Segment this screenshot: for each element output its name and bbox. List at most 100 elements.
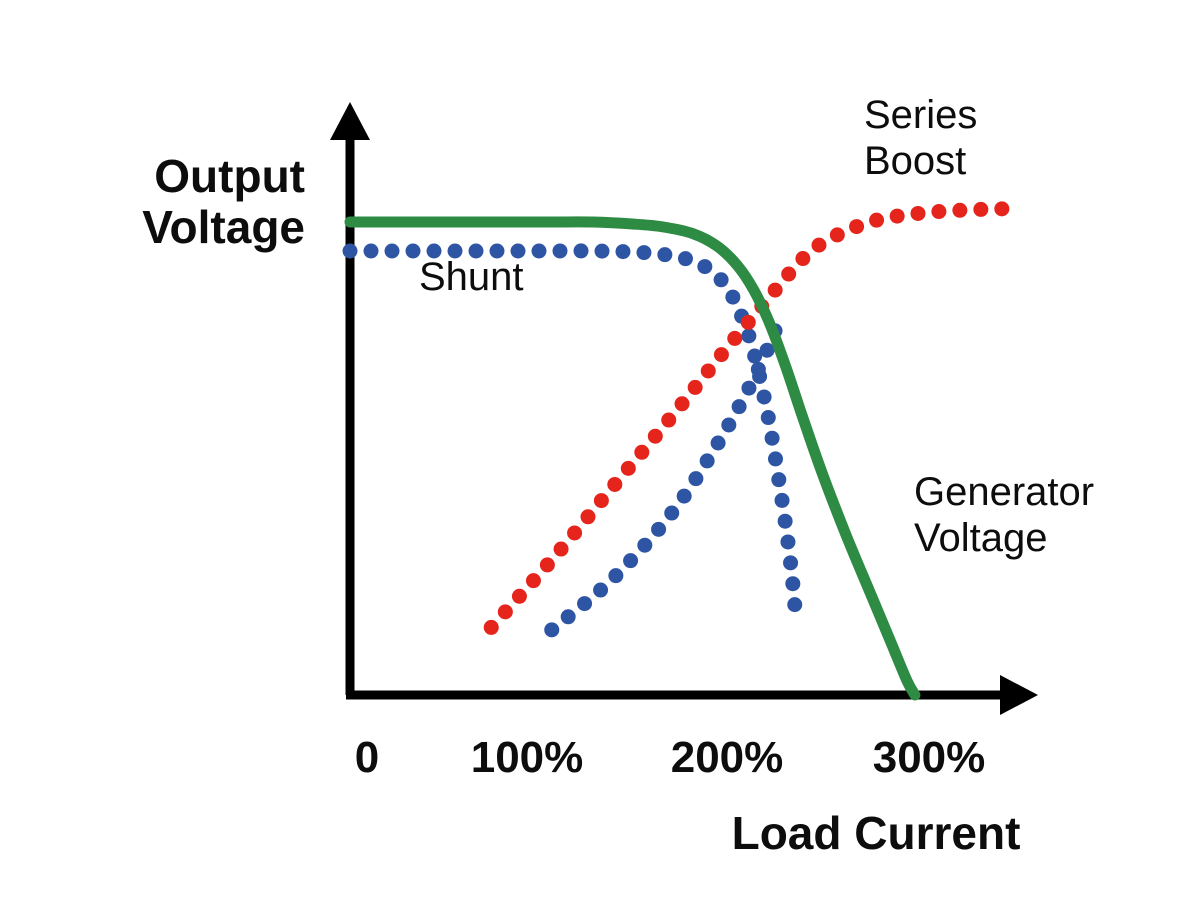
dot-shunt [489, 243, 505, 259]
dot-series-boost [767, 282, 783, 298]
dot-shunt [787, 597, 803, 613]
x-axis-arrow-icon [1000, 675, 1038, 715]
dot-series-boost [973, 201, 989, 217]
dot-series-boost [647, 428, 663, 444]
dot-shunt [768, 451, 783, 467]
x-tick-label-100: 100% [471, 733, 584, 782]
dot-shunt-rising [710, 435, 726, 451]
dot-shunt [774, 492, 790, 508]
generator-voltage-label-line1: Generator [914, 470, 1094, 514]
annotation-series-boost: Series Boost [864, 93, 977, 183]
series-boost-label-line2: Boost [864, 139, 966, 183]
dot-series-boost [620, 460, 636, 476]
y-axis-title: Output Voltage [142, 150, 305, 253]
dot-shunt [677, 251, 693, 267]
series-layer [342, 201, 1010, 701]
dot-series-boost [740, 314, 756, 330]
dot-series-boost [525, 573, 541, 589]
dot-series-boost [661, 412, 677, 428]
dot-series-boost [781, 266, 797, 282]
dot-series-boost [700, 363, 716, 379]
dot-series-boost [539, 557, 555, 573]
dot-series-boost [511, 588, 527, 604]
generator-voltage-label-line2: Voltage [914, 516, 1047, 560]
dot-series-boost [634, 444, 650, 460]
dot-shunt [468, 243, 484, 259]
dot-shunt [531, 243, 547, 259]
dot-series-boost [727, 330, 743, 346]
dot-shunt [342, 243, 358, 259]
dot-shunt [657, 247, 673, 263]
dot-shunt [771, 472, 787, 488]
dot-shunt [741, 328, 757, 344]
dot-shunt-rising [544, 622, 560, 638]
dot-shunt-rising [664, 505, 680, 521]
dot-shunt-rising [637, 537, 653, 553]
dot-shunt-rising [759, 342, 775, 358]
dot-shunt [756, 389, 772, 405]
y-axis-title-line1: Output [154, 150, 305, 202]
dot-shunt-rising [731, 399, 747, 415]
x-tick-labels: 0 100% 200% 300% [355, 733, 986, 782]
dot-series-boost [952, 202, 968, 218]
dot-shunt [405, 243, 421, 259]
dot-shunt [384, 243, 400, 259]
series-boost-label-line1: Series [864, 93, 977, 137]
dot-shunt [636, 245, 652, 261]
dot-series-boost [580, 509, 596, 525]
series-generator-voltage [344, 216, 921, 701]
dot-series-boost [795, 251, 811, 267]
dot-shunt [447, 243, 463, 259]
dot-series-boost [607, 476, 623, 492]
dot-series-boost [931, 204, 947, 220]
dot-series-boost [889, 208, 905, 224]
dot-shunt [594, 243, 610, 259]
dot-series-boost [811, 237, 827, 253]
series-shunt-rising [544, 323, 783, 638]
dot-series-boost [553, 541, 569, 557]
dot-shunt [426, 243, 442, 259]
dot-shunt-rising [608, 568, 624, 584]
dot-shunt [725, 289, 741, 305]
x-tick-label-300: 300% [873, 733, 986, 782]
dot-shunt [780, 534, 796, 550]
dot-shunt [747, 348, 763, 364]
dot-shunt-rising [577, 596, 593, 612]
dot-shunt [363, 243, 379, 259]
dot-series-boost [593, 493, 609, 509]
annotation-generator-voltage: Generator Voltage [914, 470, 1094, 560]
dot-shunt [510, 243, 526, 259]
dot-shunt-rising [560, 609, 576, 625]
x-tick-label-0: 0 [355, 733, 379, 782]
dot-shunt-rising [741, 380, 757, 396]
dot-shunt [713, 272, 729, 288]
dot-shunt [615, 244, 631, 260]
dot-shunt-rising [699, 453, 715, 469]
series-series-boost [483, 201, 1010, 635]
dot-shunt-rising [676, 488, 692, 504]
dot-series-boost [497, 604, 513, 620]
dot-shunt [783, 555, 799, 571]
dot-shunt [697, 259, 713, 275]
dot-shunt [777, 513, 793, 529]
dot-series-boost [674, 396, 690, 412]
dot-shunt-rising [750, 361, 766, 377]
dot-shunt-rising [721, 417, 737, 433]
dot-series-boost [713, 347, 729, 363]
y-axis-arrow-icon [330, 102, 370, 140]
dot-shunt-rising [688, 471, 704, 487]
dot-shunt [764, 430, 780, 446]
dot-series-boost [849, 219, 865, 235]
dot-shunt [573, 243, 589, 259]
dot-shunt-rising [623, 553, 639, 569]
dot-series-boost [483, 619, 499, 635]
dot-shunt [785, 576, 801, 592]
curve-generator-voltage [344, 216, 921, 701]
x-tick-label-200: 200% [671, 733, 784, 782]
dot-series-boost [869, 212, 885, 228]
dot-series-boost [567, 525, 583, 541]
dot-shunt-rising [593, 582, 609, 598]
x-axis-title: Load Current [732, 807, 1021, 859]
